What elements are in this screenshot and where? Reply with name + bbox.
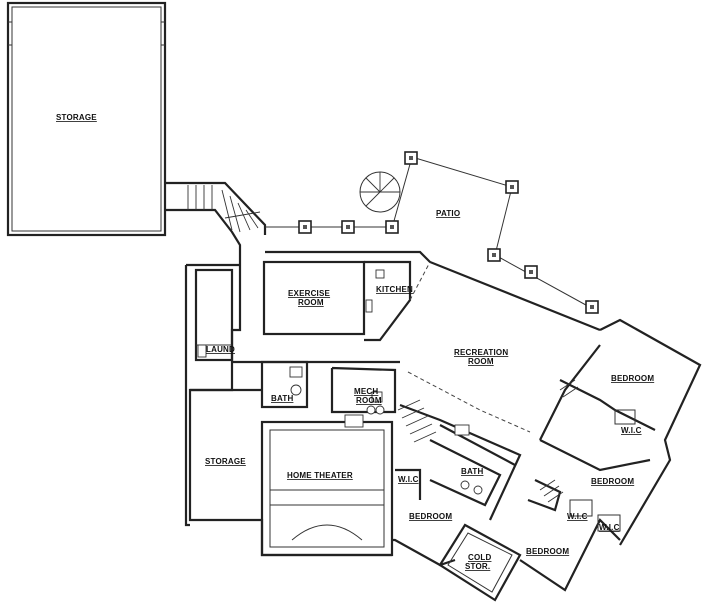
label-recreation-room-line2: ROOM [468,357,494,366]
main-stair [165,181,267,300]
label-home-theater: HOME THEATER [287,471,353,480]
label-exercise-room-line1: EXERCISE [288,289,331,298]
label-exercise-room-line2: ROOM [298,298,324,307]
label-wic-left: W.I.C [398,475,419,484]
label-bedroom-left: BEDROOM [409,512,452,521]
label-wic-top: W.I.C [621,426,642,435]
label-recreation-room-line1: RECREATION [454,348,508,357]
label-laundry: LAUND [206,345,235,354]
interior-walls [190,260,656,602]
label-storage-top: STORAGE [56,113,97,122]
label-wic-mid: W.I.C [567,512,588,521]
label-bedroom-top: BEDROOM [611,374,654,383]
label-kitchen: KITCHEN [376,285,413,294]
label-bedroom-mid: BEDROOM [591,477,634,486]
label-mech-room-line1: MECH [354,387,378,396]
label-wic-right: W.I.C [599,523,620,532]
label-bedroom-bottom: BEDROOM [526,547,569,556]
label-storage-left: STORAGE [205,457,246,466]
label-patio: PATIO [436,209,460,218]
label-cold-storage-line1: COLD [468,553,491,562]
label-bath-mid: BATH [461,467,483,476]
label-mech-room-line2: ROOM [356,396,382,405]
fixtures [197,269,483,495]
patio-outline [265,156,596,311]
label-bath-left: BATH [271,394,293,403]
storage-top-block [6,1,167,237]
secondary-stairs [397,379,579,503]
label-cold-storage-line2: STOR. [465,562,490,571]
patio-columns [298,151,599,314]
